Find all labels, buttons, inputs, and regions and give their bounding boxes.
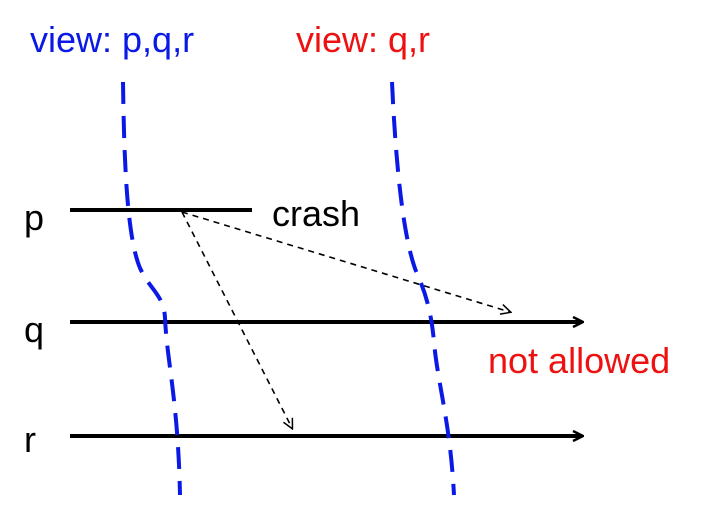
process-r-label: r xyxy=(24,419,36,460)
message-p-to-r xyxy=(181,211,292,428)
process-q-label: q xyxy=(24,309,44,350)
not-allowed-label: not allowed xyxy=(488,340,670,381)
message-p-to-q xyxy=(181,211,510,312)
process-p-label: p xyxy=(24,197,44,238)
first-view-label: view: p,q,r xyxy=(30,19,194,60)
crash-label: crash xyxy=(272,193,360,234)
first-view-boundary xyxy=(121,81,182,496)
second-view-boundary xyxy=(390,81,456,496)
second-view-label: view: q,r xyxy=(296,19,430,60)
